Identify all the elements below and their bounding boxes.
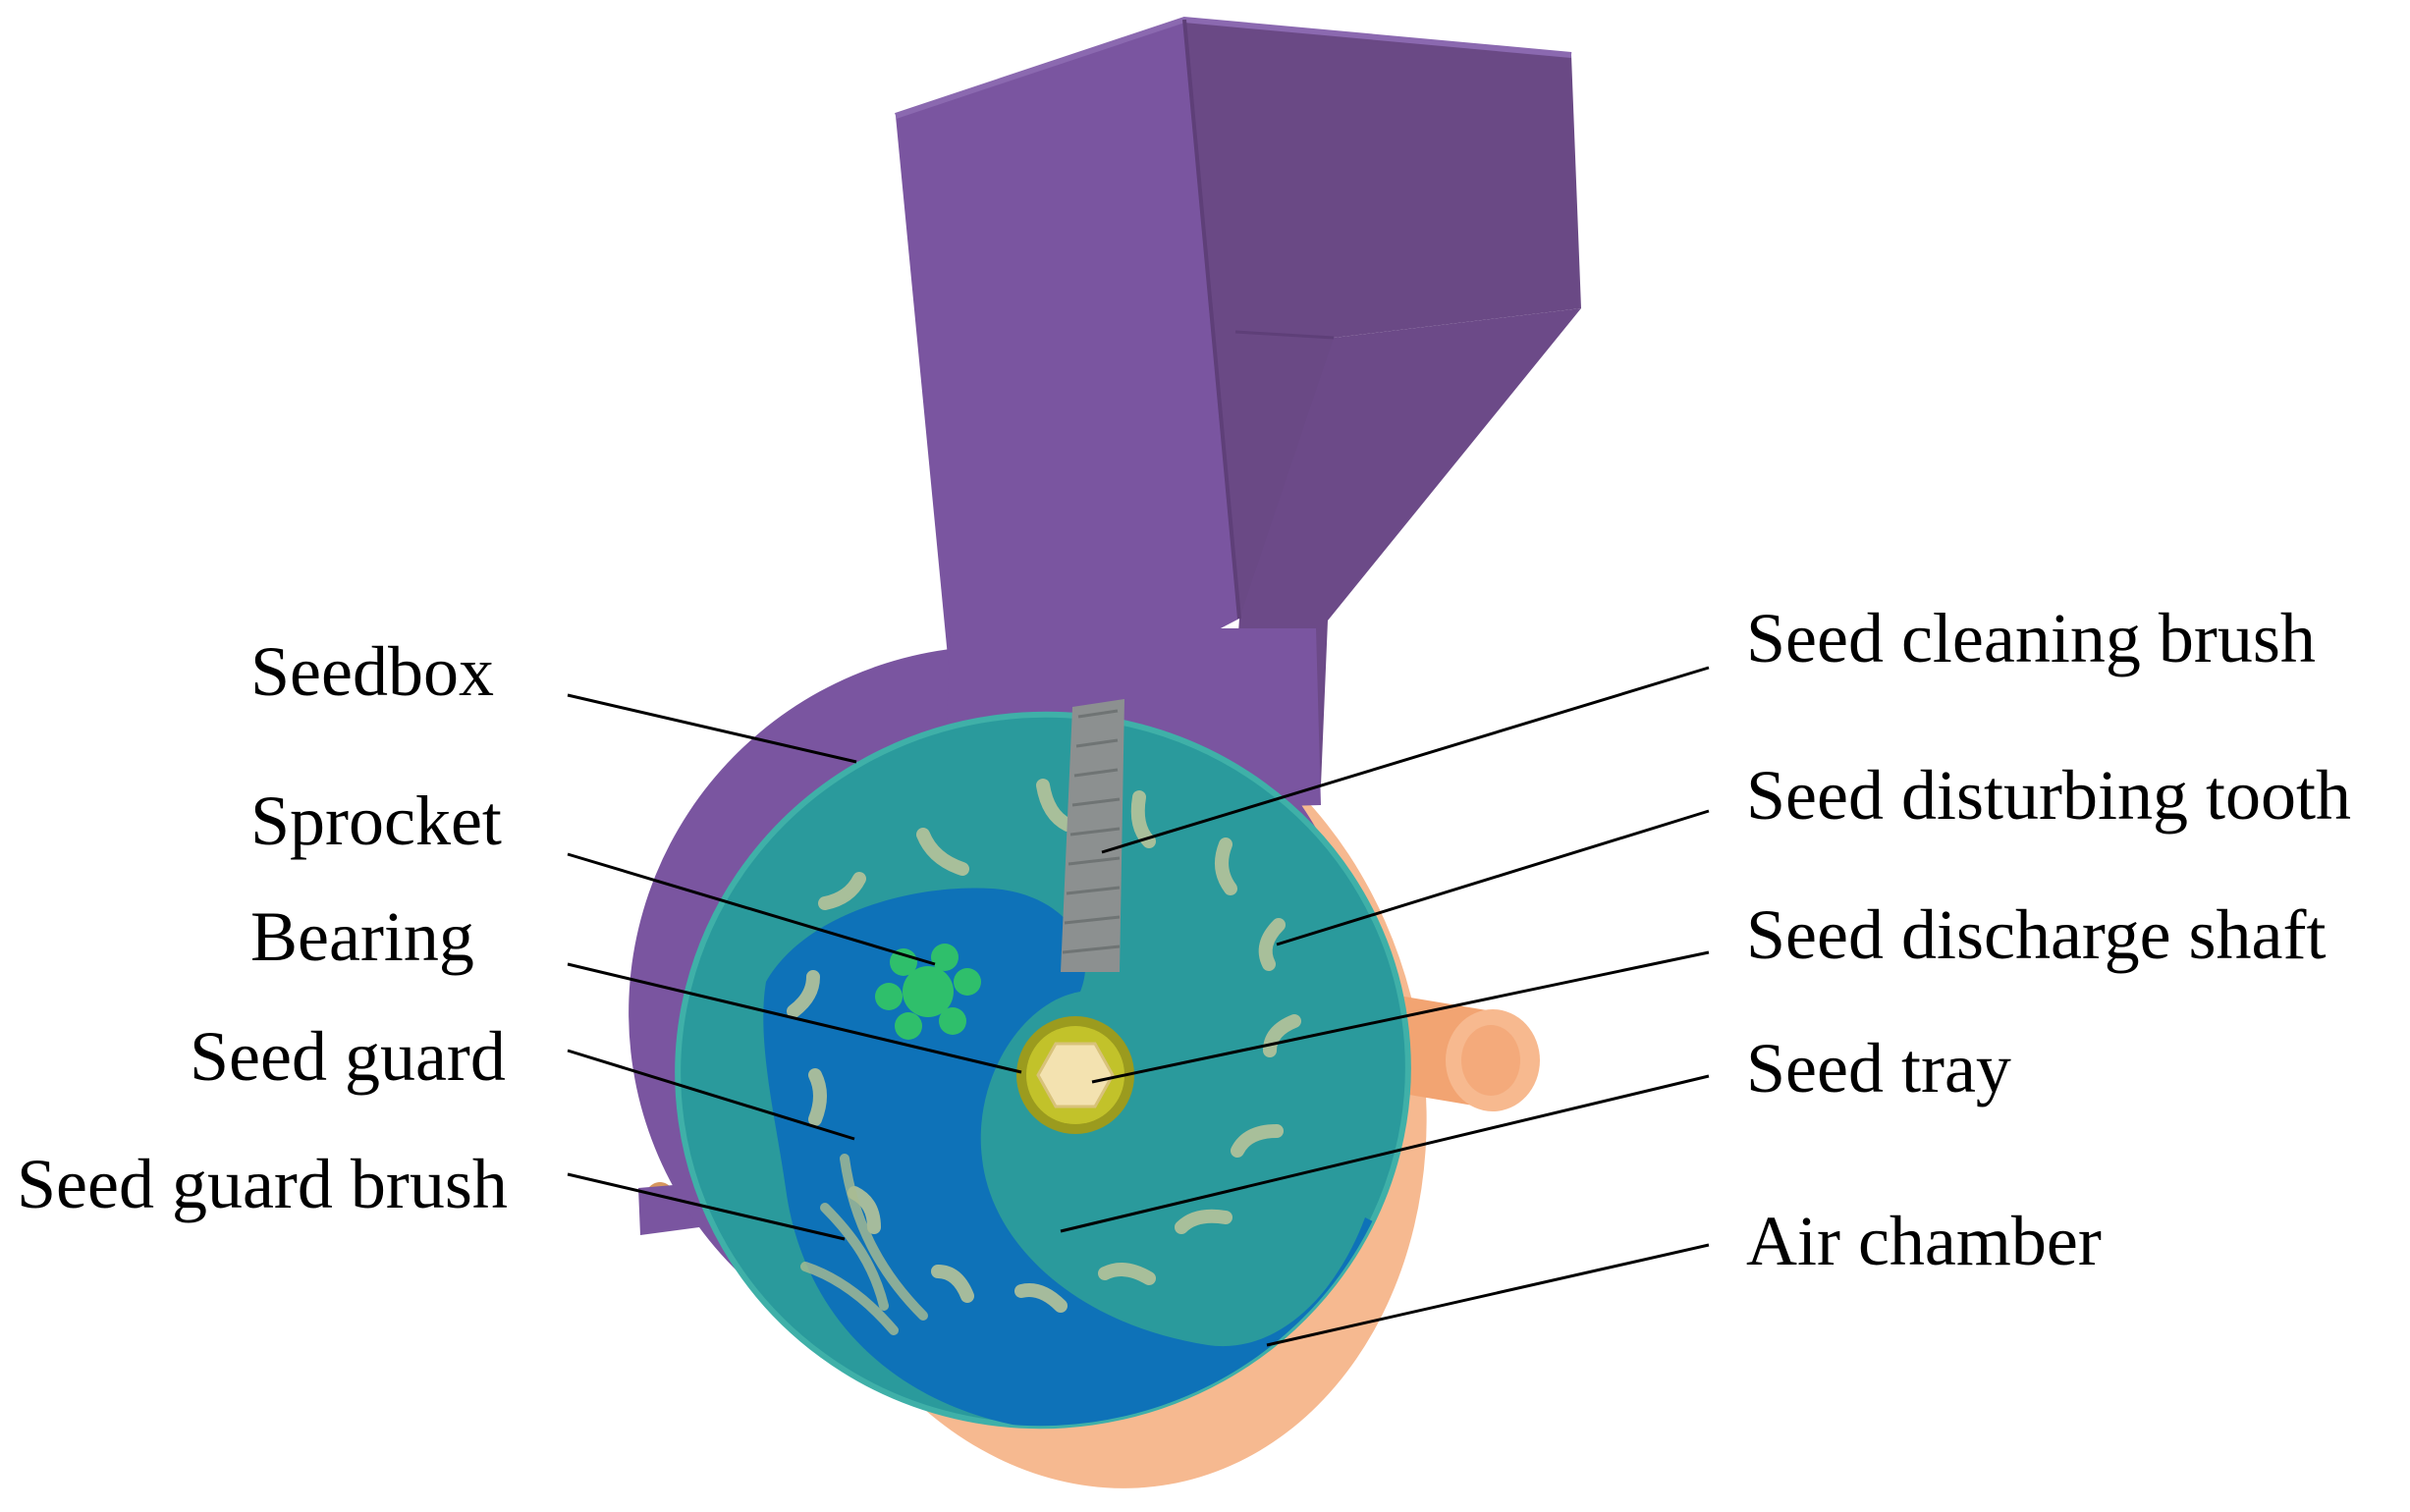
sprocket: [875, 944, 981, 1040]
label-seed-discharge-shaft: Seed discharge shaft: [1746, 895, 2327, 974]
seed-disturbing-teeth: [787, 779, 1301, 1313]
leader-seed-disturbing-tooth: [1276, 809, 1710, 946]
label-sprocket: Sprocket: [250, 782, 502, 860]
label-air-chamber: Air chamber: [1746, 1202, 2102, 1280]
leader-seed-guard: [567, 1049, 855, 1141]
leader-lines: [567, 666, 1710, 1347]
leader-sprocket: [567, 852, 936, 966]
leader-air-chamber: [1266, 1243, 1710, 1347]
label-seed-tray: Seed tray: [1746, 1029, 2011, 1107]
seed-guard-brush: [800, 1154, 928, 1335]
label-seed-cleaning-brush: Seed cleaning brush: [1746, 599, 2316, 677]
label-seed-guard-brush: Seed guard brush: [17, 1145, 508, 1223]
label-seed-guard: Seed guard: [190, 1017, 506, 1096]
label-seed-disturbing-tooth: Seed disturbing tooth: [1746, 756, 2351, 835]
leader-bearing: [567, 962, 1022, 1074]
seed-cleaning-brush: [1061, 699, 1124, 972]
label-seedbox: Seedbox: [250, 632, 494, 711]
leader-seed-cleaning-brush: [1101, 666, 1710, 854]
label-bearing: Bearing: [250, 897, 474, 976]
leader-seed-guard-brush: [567, 1172, 846, 1241]
leader-seed-tray: [1060, 1074, 1710, 1233]
leader-seedbox: [567, 693, 857, 764]
bearing: [1016, 1016, 1134, 1134]
seed-guard: [763, 888, 1404, 1433]
leader-seed-discharge-shaft: [1091, 950, 1710, 1084]
